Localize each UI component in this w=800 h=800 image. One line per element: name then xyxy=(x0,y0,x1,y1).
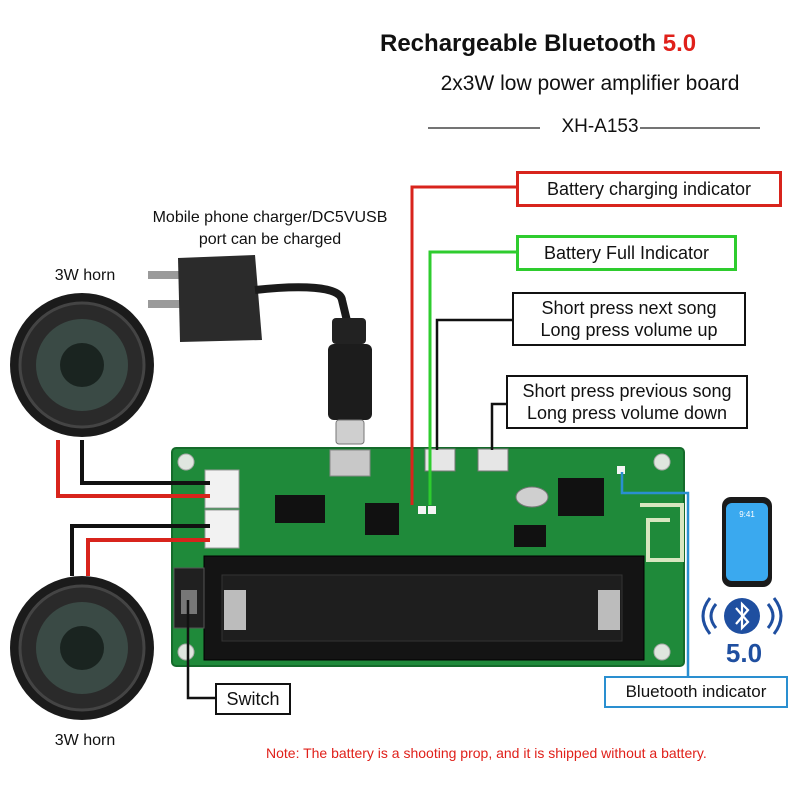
bluetooth-leader xyxy=(620,472,690,690)
title-version: 5.0 xyxy=(662,30,697,57)
volume-down-text: Long press volume down xyxy=(526,403,728,423)
charger-text-line1: Mobile phone charger/DC5VUSB xyxy=(152,209,388,226)
phone-time: 9:41 xyxy=(739,510,755,519)
charger-label: Mobile phone charger/DC5VUSB port can be… xyxy=(135,207,405,251)
charging-leader xyxy=(410,185,516,505)
bluetooth-indicator-text: Bluetooth indicator xyxy=(625,682,767,701)
full-leader xyxy=(428,250,516,505)
next-song-text: Short press next song xyxy=(541,298,717,318)
speaker-icon xyxy=(10,293,154,437)
horn-top-label: 3W horn xyxy=(54,267,116,284)
speaker-icon xyxy=(10,576,154,720)
page-subtitle: 2x3W low power amplifier board xyxy=(440,72,740,95)
volume-up-text: Long press volume up xyxy=(540,320,718,340)
battery-charging-text: Battery charging indicator xyxy=(546,179,752,199)
bluetooth-version-badge: 5.0 xyxy=(725,638,763,668)
prev-song-text: Short press previous song xyxy=(522,381,732,401)
bluetooth-icon xyxy=(701,597,783,635)
switch-leader xyxy=(186,600,215,700)
switch-text: Switch xyxy=(226,689,280,709)
amplifier-board xyxy=(171,447,685,667)
title-main: Rechargeable Bluetooth xyxy=(380,30,657,57)
battery-full-label: Battery Full Indicator xyxy=(516,235,737,271)
prev-song-label: Short press previous song Long press vol… xyxy=(506,375,748,429)
prev-leader xyxy=(490,402,506,450)
battery-charging-label: Battery charging indicator xyxy=(516,171,782,207)
switch-label: Switch xyxy=(215,683,291,715)
battery-full-text: Battery Full Indicator xyxy=(543,243,710,263)
charger-text-line2: port can be charged xyxy=(198,231,342,248)
next-leader xyxy=(435,318,512,450)
model-number: XH-A153 xyxy=(561,116,639,137)
shipping-note: Note: The battery is a shooting prop, an… xyxy=(266,745,707,761)
horn-bottom-label: 3W horn xyxy=(54,732,116,749)
next-song-label: Short press next song Long press volume … xyxy=(512,292,746,346)
bluetooth-indicator-label: Bluetooth indicator xyxy=(604,676,788,708)
phone-icon xyxy=(722,497,772,587)
usb-charger-icon xyxy=(148,255,372,445)
page-title: Rechargeable Bluetooth 5.0 xyxy=(380,30,800,58)
